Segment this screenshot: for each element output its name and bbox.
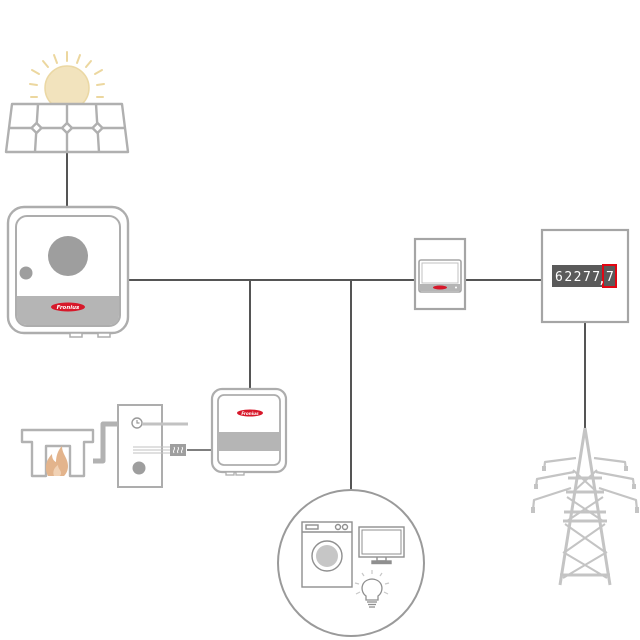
fronius-logo: Fronius bbox=[51, 302, 85, 312]
solar-panel-icon bbox=[4, 102, 130, 154]
ohmpilot-logo: Fronius bbox=[237, 409, 263, 417]
flame-icon bbox=[45, 446, 68, 476]
light-bulb-icon bbox=[354, 570, 390, 608]
power-pylon-icon[interactable] bbox=[531, 427, 639, 586]
inverter-button[interactable] bbox=[19, 266, 33, 280]
sun-icon bbox=[29, 51, 105, 111]
svg-text:Fronius: Fronius bbox=[57, 305, 80, 311]
smart-meter-logo bbox=[433, 285, 447, 290]
heating-controller[interactable] bbox=[117, 404, 188, 488]
svg-text:Fronius: Fronius bbox=[241, 411, 259, 416]
connection-lines bbox=[66, 152, 586, 490]
ohmpilot[interactable]: Fronius bbox=[210, 387, 288, 476]
grid-meter[interactable]: 62277 , 7 bbox=[540, 228, 630, 324]
monitor-icon bbox=[358, 526, 405, 565]
controller-knob bbox=[132, 461, 146, 475]
meter-display bbox=[552, 265, 616, 287]
inverter-display-circle bbox=[48, 236, 88, 276]
boiler[interactable] bbox=[20, 428, 95, 478]
pv-panel[interactable] bbox=[4, 51, 130, 154]
inverter[interactable]: Fronius bbox=[6, 205, 130, 338]
meter-decimal-highlight bbox=[602, 264, 617, 288]
washing-machine-icon bbox=[301, 521, 353, 588]
heating-pipe bbox=[93, 421, 118, 464]
household-loads[interactable] bbox=[277, 489, 425, 637]
meter-reading-integer: 62277 bbox=[555, 270, 602, 285]
thermometer-icon bbox=[131, 417, 188, 429]
heating-element-icon bbox=[133, 444, 186, 456]
meter-reading-decimal: 7 bbox=[606, 270, 615, 285]
meter-separator: , bbox=[598, 272, 607, 287]
smart-meter[interactable] bbox=[413, 237, 467, 311]
